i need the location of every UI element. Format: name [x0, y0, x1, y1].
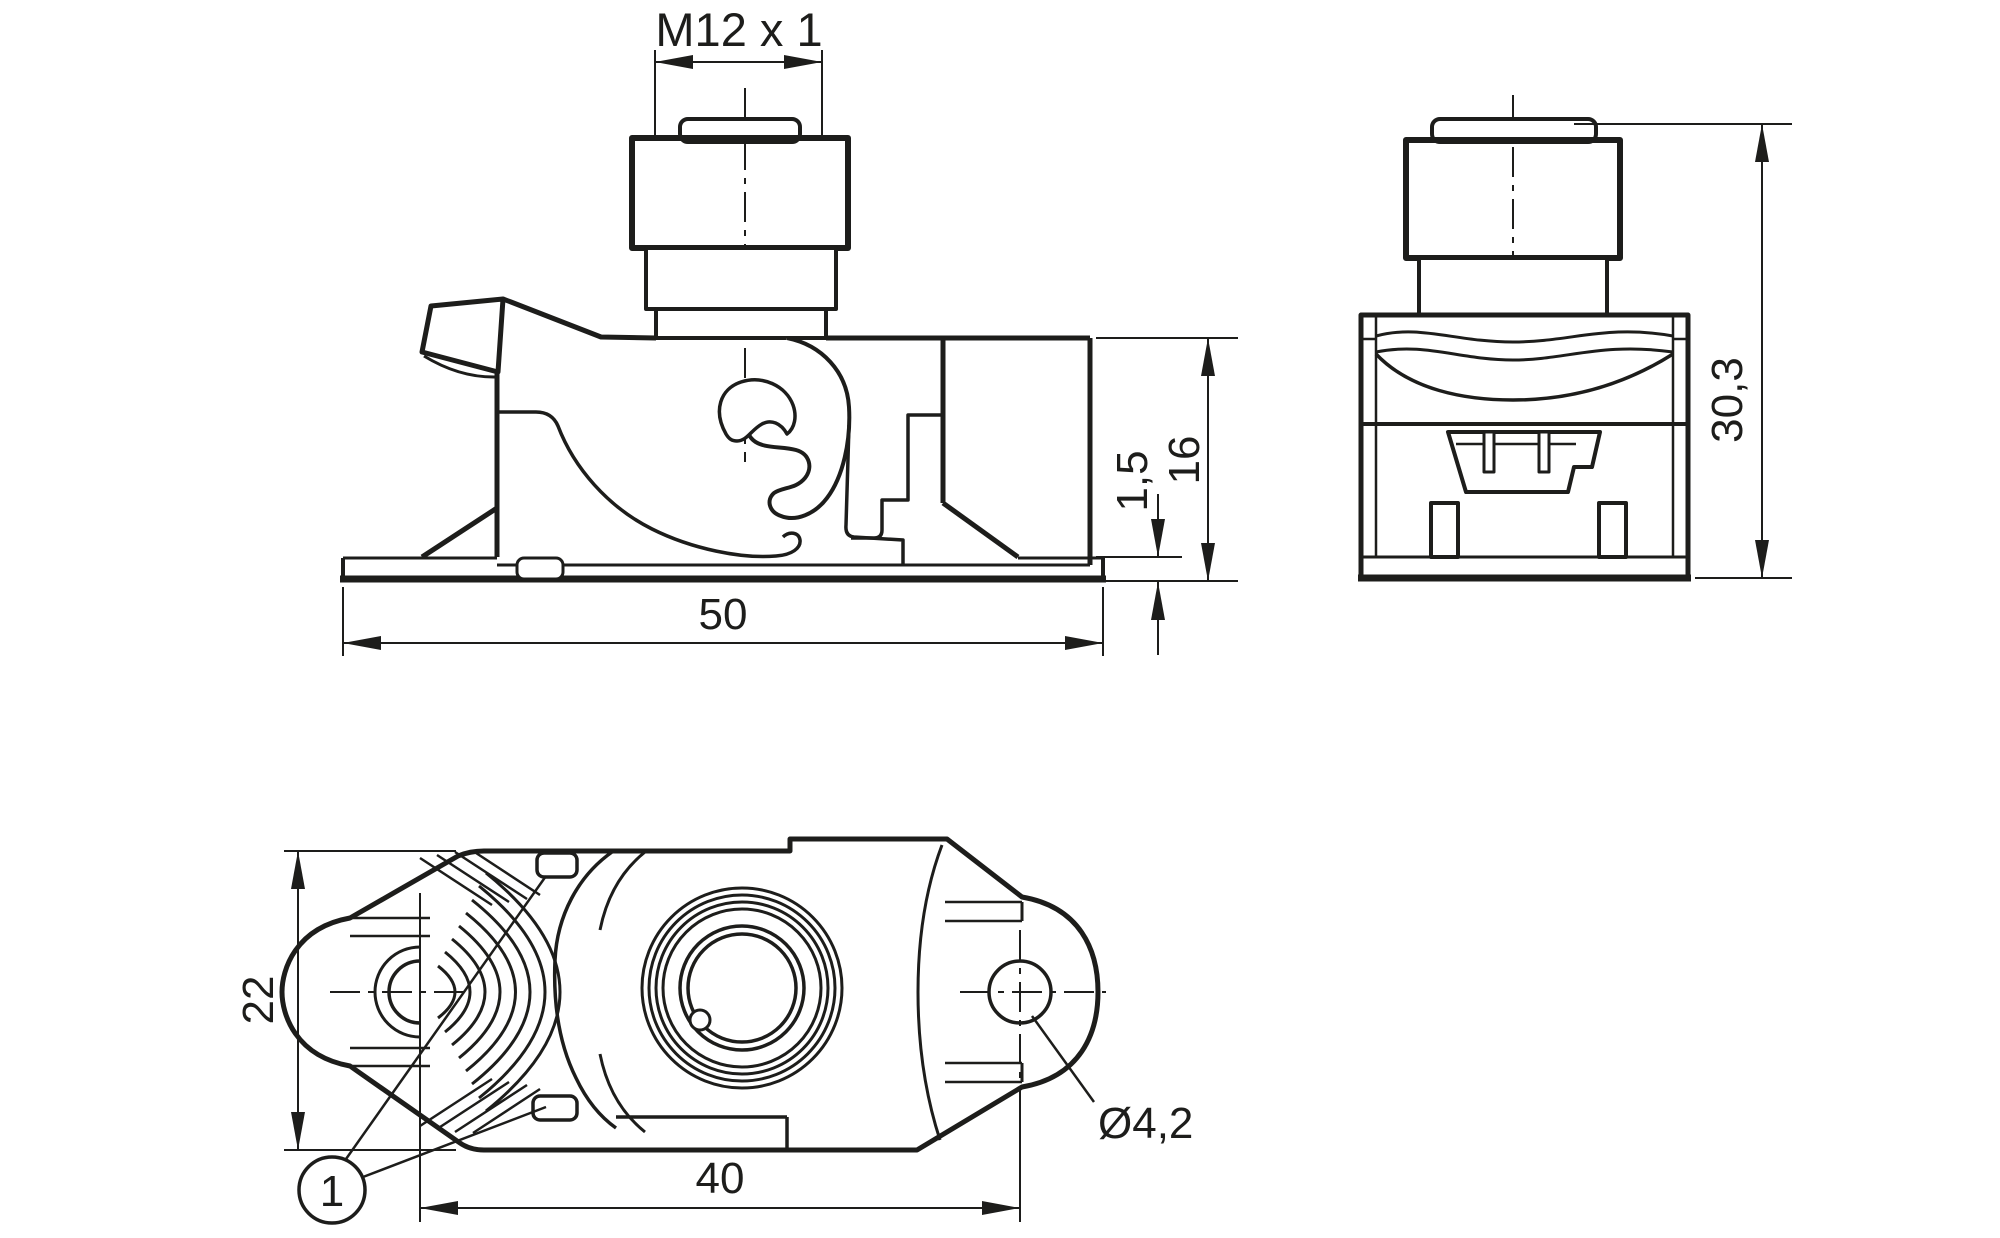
comma-hole	[717, 378, 797, 443]
connector-cylinder	[1417, 256, 1609, 317]
cavity-sweep	[497, 410, 802, 559]
arrowhead	[1151, 519, 1165, 557]
top-view: 1 22 40 Ø4,2	[234, 836, 1193, 1225]
gusset-left	[420, 505, 499, 560]
arrowhead	[655, 55, 693, 69]
arrowhead	[420, 1201, 458, 1215]
gusset-right	[941, 500, 1020, 560]
leader-line	[362, 1105, 547, 1179]
wing-hatch-top	[419, 849, 541, 907]
mounting-foot	[1429, 501, 1460, 559]
plateau-hook-bottom	[598, 1053, 646, 1134]
contact-pin	[1482, 430, 1496, 474]
dimension-thread: M12 x 1	[654, 3, 823, 136]
arrowhead	[1151, 582, 1165, 620]
dim-base-width-text: 50	[699, 590, 748, 639]
callout-led: 1	[297, 875, 548, 1225]
latch-claw	[746, 336, 852, 520]
front-view: 30,3	[1358, 95, 1792, 582]
lens-bottom-arc	[1374, 352, 1674, 402]
wing-hatch-bottom	[419, 1077, 541, 1135]
side-view: M12 x 1 50 1,5 16	[340, 3, 1238, 656]
arrowhead	[1755, 124, 1769, 162]
lens-key-notch	[688, 1008, 712, 1032]
plate-foot	[515, 556, 565, 581]
dim-hole-spacing-text: 40	[696, 1154, 745, 1203]
led-window-top	[535, 851, 579, 879]
dim-hole-diameter-text: Ø4,2	[1098, 1099, 1193, 1148]
callout-circle	[297, 1155, 367, 1225]
dim-plate-thickness-text: 1,5	[1108, 450, 1157, 511]
body-top-left-edge	[502, 296, 657, 341]
dimension-base-width: 50	[342, 587, 1104, 656]
interior-step	[851, 413, 943, 540]
arrowhead	[1065, 636, 1103, 650]
plateau-hook-top	[598, 850, 646, 931]
led-window-bottom	[531, 1094, 579, 1122]
latch-tab-lip	[423, 354, 498, 379]
lens-wave-line	[1375, 330, 1674, 344]
arrowhead	[291, 851, 305, 889]
dim-body-height-text: 16	[1160, 436, 1209, 485]
mounting-hole-left-counterbore	[373, 945, 421, 1039]
dimension-hole-spacing: 40	[420, 1154, 1020, 1215]
claw-right-edge	[844, 424, 905, 565]
arrowhead	[1201, 338, 1215, 376]
latch-tab	[419, 296, 506, 375]
leader-line	[1030, 1015, 1096, 1103]
plateau-left-curve	[552, 850, 618, 1130]
lens-rings	[640, 886, 844, 1090]
plateau-right-curve	[916, 844, 944, 1141]
dimension-body-height: 16	[1096, 337, 1238, 581]
arrowhead	[1755, 540, 1769, 578]
leader-line	[344, 875, 548, 1160]
arrowhead	[343, 636, 381, 650]
dimension-housing-width: 22	[234, 850, 456, 1151]
arrowhead	[1201, 543, 1215, 581]
dim-overall-height-text: 30,3	[1703, 357, 1752, 443]
arrowhead	[784, 55, 822, 69]
lens-wave-line	[1375, 347, 1674, 362]
connector-cylinder	[644, 246, 838, 311]
dim-thread-text: M12 x 1	[655, 3, 822, 56]
callout-number: 1	[320, 1167, 344, 1216]
dimension-plate-thickness: 1,5	[1096, 450, 1238, 655]
connector-collar	[654, 307, 828, 340]
dimension-hole-diameter: Ø4,2	[1030, 1015, 1193, 1148]
arrowhead	[982, 1201, 1020, 1215]
mounting-foot	[1597, 501, 1628, 559]
arrowhead	[291, 1112, 305, 1150]
contact-pin	[1537, 430, 1551, 474]
dimension-overall-height: 30,3	[1574, 123, 1792, 579]
light-guide-ribs	[437, 871, 562, 1113]
knurled-nut	[629, 135, 851, 251]
dim-housing-width-text: 22	[234, 976, 283, 1025]
